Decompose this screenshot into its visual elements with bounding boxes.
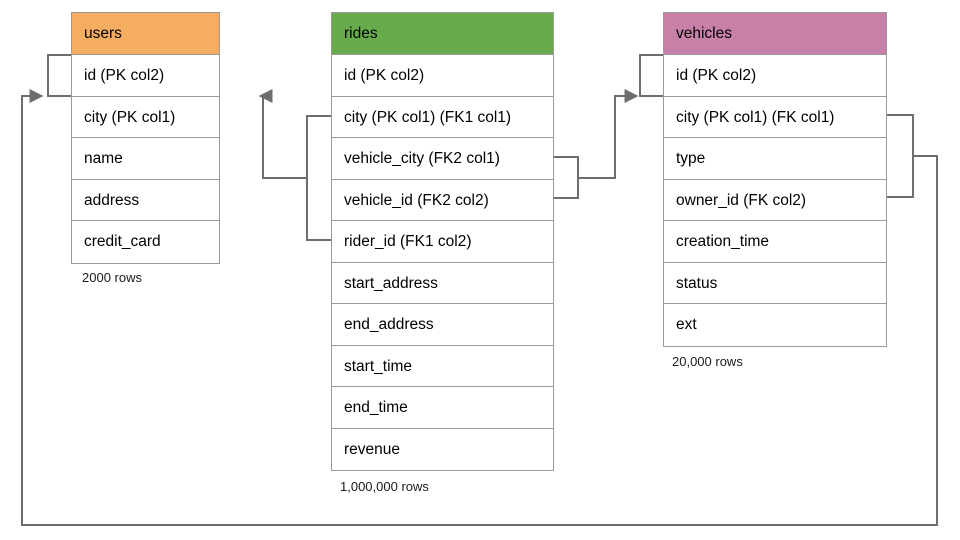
table-rides[interactable]: rides id (PK col2) city (PK col1) (FK1 c… [331, 12, 554, 471]
table-vehicles[interactable]: vehicles id (PK col2) city (PK col1) (FK… [663, 12, 887, 347]
table-rides-column-city[interactable]: city (PK col1) (FK1 col1) [332, 97, 553, 138]
connector-vehicles-left-bracket [639, 54, 663, 97]
table-rides-header: rides [332, 13, 553, 55]
connector-rides-fk2-to-vehicles [554, 89, 639, 199]
table-rides-column-id[interactable]: id (PK col2) [332, 55, 553, 97]
connector-users-left-bracket [47, 54, 71, 97]
table-vehicles-column-city[interactable]: city (PK col1) (FK col1) [664, 97, 886, 138]
table-vehicles-row-count: 20,000 rows [672, 354, 743, 369]
connector-rides-fk1-to-users [258, 89, 331, 241]
connector-vehicles-fk-to-users [21, 89, 938, 526]
table-rides-row-count: 1,000,000 rows [340, 479, 429, 494]
table-rides-column-revenue[interactable]: revenue [344, 440, 401, 458]
table-users-column-address[interactable]: address [72, 180, 219, 221]
table-vehicles-header: vehicles [664, 13, 886, 55]
table-rides-column-rider-id[interactable]: rider_id (FK1 col2) [332, 221, 553, 263]
table-users-column-name[interactable]: name [72, 138, 219, 180]
table-users-column-credit-card[interactable]: credit_card [84, 233, 161, 250]
table-users-row-count: 2000 rows [82, 270, 142, 285]
table-rides-column-vehicle-city[interactable]: vehicle_city (FK2 col1) [332, 138, 553, 180]
table-vehicles-column-creation-time[interactable]: creation_time [664, 221, 886, 263]
table-rides-column-start-address[interactable]: start_address [332, 263, 553, 304]
table-users-header: users [72, 13, 219, 55]
table-rides-column-start-time[interactable]: start_time [332, 346, 553, 387]
table-rides-column-end-address[interactable]: end_address [332, 304, 553, 346]
table-vehicles-column-ext[interactable]: ext [676, 316, 697, 333]
table-vehicles-column-id[interactable]: id (PK col2) [664, 55, 886, 97]
table-rides-column-vehicle-id[interactable]: vehicle_id (FK2 col2) [332, 180, 553, 221]
table-users-column-city[interactable]: city (PK col1) [72, 97, 219, 138]
table-rides-column-end-time[interactable]: end_time [332, 387, 553, 429]
table-vehicles-column-owner-id[interactable]: owner_id (FK col2) [664, 180, 886, 221]
table-users-column-id[interactable]: id (PK col2) [72, 55, 219, 97]
table-users[interactable]: users id (PK col2) city (PK col1) name a… [71, 12, 220, 264]
table-vehicles-column-type[interactable]: type [664, 138, 886, 180]
table-vehicles-column-status[interactable]: status [664, 263, 886, 304]
